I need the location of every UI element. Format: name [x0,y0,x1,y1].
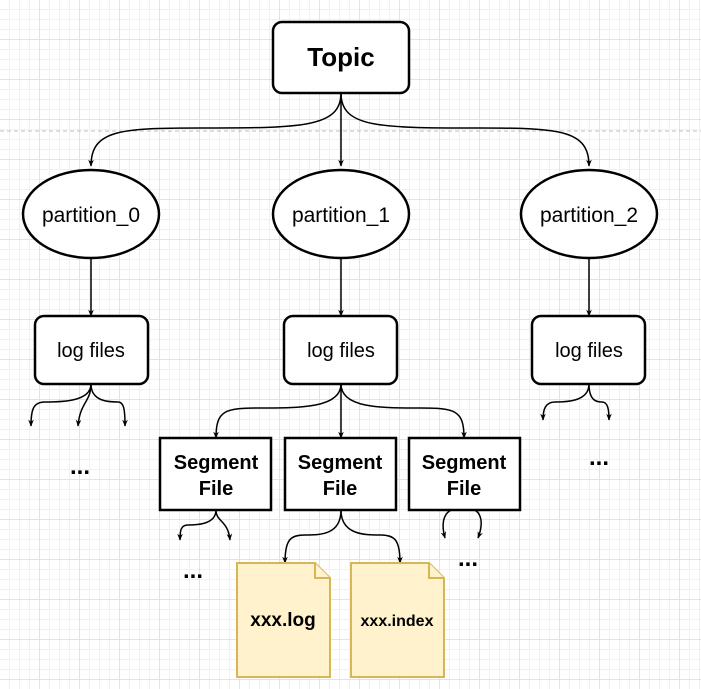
edge-topic-partition-0 [88,92,342,167]
segment-file-0-node: Segment File [158,436,273,512]
index-file-label: xxx.index [361,613,434,630]
partition-0-node: partition_0 [21,168,161,260]
edge-right-fan-a [540,383,590,421]
partition-2-label: partition_2 [540,204,638,227]
log-file-node: xxx.log [236,562,331,678]
edge-log-segment-2 [340,383,467,439]
segment-file-2-line2: File [447,478,481,500]
edge-right-fan-b [588,383,612,421]
edge-segment-log-file [282,509,342,564]
segment-file-1-node: Segment File [283,436,398,512]
topic-label: Topic [307,42,374,72]
partition-1-node: partition_1 [271,168,411,260]
segment-file-1-line2: File [323,478,357,500]
log-files-0-node: log files [33,314,150,386]
partition-2-node: partition_2 [519,168,659,260]
segment-file-2-node: Segment File [407,436,522,512]
log-files-0-label: log files [57,340,125,362]
ellipsis-segment-0: ... [183,557,203,584]
edge-left-fan-a [28,383,92,427]
topic-node: Topic [271,20,411,95]
segment-file-2-line1: Segment [422,452,507,474]
log-files-1-label: log files [307,340,375,362]
edge-seg2-fan-b [463,508,483,539]
partition-1-label: partition_1 [292,204,390,227]
segment-file-1-line1: Segment [298,452,383,474]
edge-log-segment-0 [213,383,342,439]
ellipsis-right-log-files: ... [589,444,609,471]
ellipsis-segment-2: ... [458,545,478,572]
log-file-label: xxx.log [250,610,315,631]
log-files-1-node: log files [282,314,399,386]
log-files-2-label: log files [555,340,623,362]
edge-seg2-fan-a [440,508,465,539]
edge-seg0-fan-a [177,509,217,541]
log-files-2-node: log files [530,314,647,386]
segment-file-0-line1: Segment [174,452,259,474]
edge-segment-index-file [340,509,403,564]
index-file-node: xxx.index [350,562,445,678]
edge-topic-partition-2 [340,92,592,167]
edge-left-fan-c [90,383,128,427]
edge-seg0-fan-b [215,509,233,541]
connectors [28,92,612,564]
segment-file-0-line2: File [199,478,233,500]
partition-0-label: partition_0 [42,204,140,227]
ellipsis-left-log-files: ... [70,453,90,480]
